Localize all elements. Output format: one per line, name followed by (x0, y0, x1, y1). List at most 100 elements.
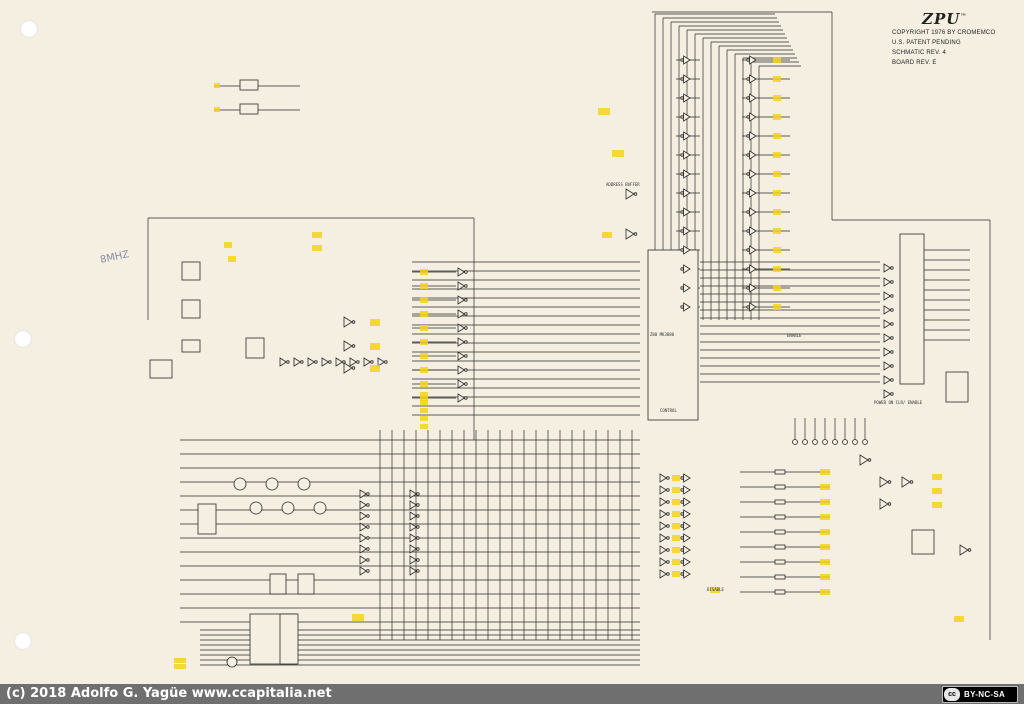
logic-chip (181, 339, 201, 353)
inverter-bubble (300, 360, 304, 364)
inverter-bubble (464, 382, 468, 386)
buffer-gate (749, 226, 757, 236)
buffer-gate (883, 375, 892, 385)
inverter-bubble (416, 569, 420, 573)
buffer-gate (457, 309, 466, 319)
buffer-gate (749, 169, 757, 179)
footer-bar: (c) 2018 Adolfo G. Yagüe www.ccapitalia.… (0, 684, 1024, 704)
inverter-bubble (680, 153, 684, 157)
signal-highlight (598, 108, 610, 115)
buffer-gate (749, 74, 757, 84)
signal-highlight (773, 95, 781, 101)
connector-pin (792, 439, 798, 445)
creative-commons-icon: cc (944, 688, 960, 701)
buffer-gate (359, 500, 368, 510)
buffer-gate (359, 533, 368, 543)
buffer-gate (683, 545, 691, 555)
buffer-gate (409, 500, 418, 510)
inverter-bubble (633, 232, 638, 236)
inverter-bubble (416, 492, 420, 496)
buffer-gate (659, 545, 668, 555)
buffer-gate (959, 544, 969, 556)
buffer-gate (457, 295, 466, 305)
signal-highlight (820, 559, 830, 565)
inverter-bubble (890, 350, 894, 354)
signal-highlight (820, 469, 830, 475)
inverter-bubble (887, 502, 892, 506)
inverter-bubble (746, 58, 750, 62)
signal-highlight (773, 114, 781, 120)
buffer-gate (879, 498, 889, 510)
inverter-bubble (746, 191, 750, 195)
signal-highlight (174, 664, 186, 669)
license-badge[interactable]: cc BY-NC-SA (942, 686, 1018, 703)
signal-highlight (312, 232, 322, 238)
resistor (774, 499, 786, 505)
buffer-gate (683, 533, 691, 543)
buffer-gate (749, 188, 757, 198)
copyright-line: COPYRIGHT 1976 BY CROMEMCO (892, 30, 996, 36)
buffer-gate (409, 555, 418, 565)
buffer-gate (349, 357, 358, 367)
buffer-gate (359, 522, 368, 532)
inverter-bubble (746, 153, 750, 157)
buffer-gate (321, 357, 330, 367)
buffer-gate (363, 357, 372, 367)
inverter-bubble (416, 503, 420, 507)
inverter-bubble (366, 547, 370, 551)
signal-highlight (932, 502, 942, 508)
inverter-bubble (366, 503, 370, 507)
inverter-bubble (890, 378, 894, 382)
buffer-gate (683, 569, 691, 579)
inverter-bubble (890, 266, 894, 270)
signal-highlight (352, 614, 364, 621)
signal-highlight (228, 256, 236, 262)
signal-highlight (773, 171, 781, 177)
buffer-gate (457, 323, 466, 333)
signal-highlight (773, 228, 781, 234)
reset-chip (945, 371, 969, 403)
signal-highlight (932, 488, 942, 494)
buffer-gate (625, 188, 635, 200)
inverter-bubble (366, 536, 370, 540)
signal-highlight (672, 523, 680, 529)
signal-highlight (420, 424, 428, 429)
nand-gate (297, 477, 311, 491)
patent-line: U.S. PATENT PENDING (892, 40, 961, 46)
inverter-bubble (666, 512, 670, 516)
inverter-bubble (666, 524, 670, 528)
buffer-gate (683, 497, 691, 507)
inverter-bubble (746, 134, 750, 138)
resistor (774, 469, 786, 475)
signal-highlight (773, 76, 781, 82)
inverter-bubble (464, 284, 468, 288)
signal-highlight (420, 325, 428, 331)
inverter-bubble (464, 396, 468, 400)
board-rev-line: BOARD REV. E (892, 60, 937, 66)
inverter-bubble (680, 488, 684, 492)
buffer-gate (457, 337, 466, 347)
connector-pin (852, 439, 858, 445)
chip-label-layer: Z80 MK3880 CONTROL ADDRESS BUFFER POWER … (606, 182, 923, 592)
highlight-layer (174, 57, 964, 669)
inverter-bubble (680, 572, 684, 576)
inverter-bubble (680, 512, 684, 516)
buffer-gate (883, 333, 892, 343)
nand-gate (313, 501, 327, 515)
signal-highlight (672, 547, 680, 553)
inverter-bubble (890, 280, 894, 284)
buffer-gate (409, 566, 418, 576)
buffer-gate (749, 245, 757, 255)
inverter-bubble (416, 525, 420, 529)
inverter-bubble (464, 298, 468, 302)
inverter-bubble (680, 248, 684, 252)
buffer-gate (683, 557, 691, 567)
inverter-bubble (890, 308, 894, 312)
signal-highlight (820, 589, 830, 595)
signal-highlight (214, 107, 220, 112)
inverter-bubble (746, 286, 750, 290)
inverter-bubble (746, 96, 750, 100)
buffer-gate (883, 361, 892, 371)
power-on-reset-label: POWER ON CLR/ ENABLE (874, 400, 923, 405)
inverter-bubble (366, 514, 370, 518)
